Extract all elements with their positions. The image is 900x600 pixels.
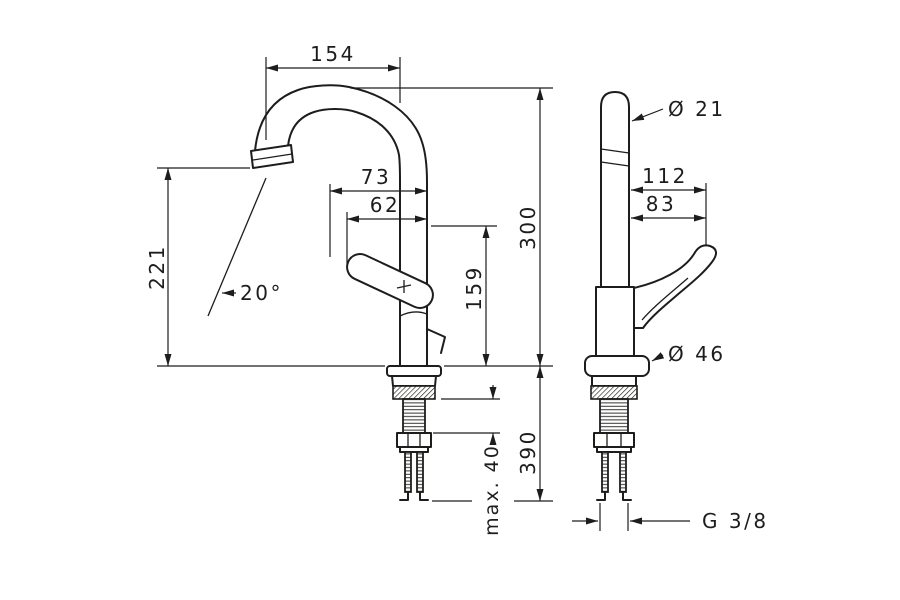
base-skirt: [391, 375, 437, 387]
popup-rod-lever: [426, 328, 446, 354]
leader-dia21: [631, 108, 664, 122]
nut-facets: [407, 433, 421, 447]
dim-label-73: 73: [361, 165, 391, 189]
dim-label-g38: G 3/8: [702, 509, 769, 533]
base-skirt-front: [591, 375, 637, 387]
dim-label-dia21: Ø 21: [668, 97, 726, 121]
handle-lever: [346, 253, 434, 309]
spout-column: [600, 91, 630, 291]
body-front: [595, 286, 635, 363]
stud-feet-front: [596, 491, 632, 501]
threaded-shank-front: [599, 398, 629, 434]
stud-feet: [399, 491, 429, 501]
base-flange-front: [584, 355, 650, 377]
base-flange: [386, 365, 442, 377]
dim-label-62: 62: [370, 193, 400, 217]
dim-label-221: 221: [145, 244, 169, 290]
handle-dome-line: [399, 311, 428, 317]
mounting-nut: [396, 432, 432, 448]
spout-tip-detail-line: [252, 153, 293, 161]
dim-label-max40: max. 40: [481, 444, 503, 536]
washer-front: [596, 446, 632, 453]
stud-left-front: [601, 451, 609, 493]
mounting-nut-front: [593, 432, 635, 448]
gasket: [392, 385, 436, 400]
dim-label-83: 83: [646, 192, 676, 216]
stud-right-front: [619, 451, 627, 493]
nut-facets-front: [606, 433, 622, 447]
leader-dia46: [651, 352, 665, 362]
handle-plus-mark: [396, 280, 412, 293]
dim-label-dia46: Ø 46: [668, 342, 726, 366]
gasket-front: [590, 385, 638, 400]
stud-right: [416, 451, 424, 493]
dim-label-112: 112: [642, 164, 688, 188]
aerator-lines: [600, 148, 630, 167]
stud-left: [404, 451, 412, 493]
angle-reference-line: [207, 177, 267, 317]
dim-label-390: 390: [516, 429, 540, 475]
dim-label-159: 159: [462, 265, 486, 311]
handle-front-detail: [641, 277, 689, 321]
dim-label-154: 154: [310, 42, 356, 66]
washer: [399, 446, 429, 453]
dim-label-300: 300: [516, 204, 540, 250]
spout-and-body-outline: [254, 84, 428, 367]
handle-side: [346, 253, 434, 309]
dim-label-20deg: 20°: [240, 281, 283, 305]
side-view: [250, 84, 446, 501]
front-view: [584, 91, 717, 501]
threaded-shank: [402, 398, 426, 434]
dimension-annotations: 154 73 62 221 20° 159 300 390: [145, 42, 769, 536]
